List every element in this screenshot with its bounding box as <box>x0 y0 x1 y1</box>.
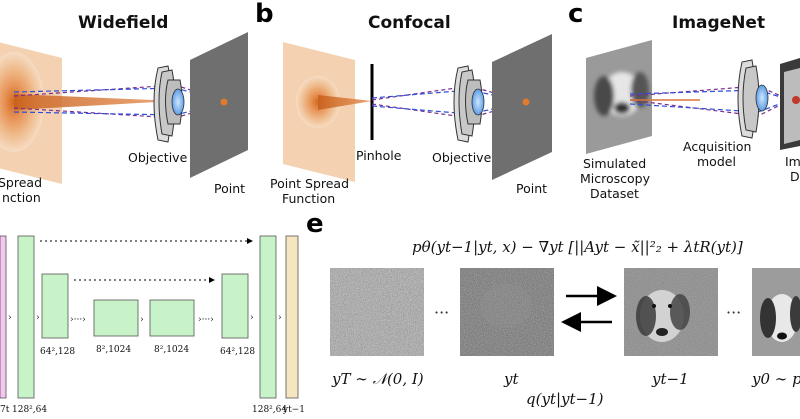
dim-bottom-3: 128²,64 <box>252 405 287 415</box>
acq-label-1: Acquisition <box>683 139 751 154</box>
sim-label-2: Microscopy <box>580 171 651 186</box>
dim-mid-a: 8²,1024 <box>96 345 131 355</box>
unet-block-3 <box>93 299 139 337</box>
unet-block-4 <box>149 299 195 337</box>
acq-label-2: model <box>697 154 736 169</box>
objective-b-icon <box>453 65 485 143</box>
unet-arrow-5: ›···› <box>198 315 214 325</box>
dim-left-a: 64²,128 <box>40 347 75 357</box>
sim-label-3: Dataset <box>590 186 639 201</box>
label-yt: yt <box>503 370 519 388</box>
unet-block-input <box>0 235 7 399</box>
point-plane-a <box>190 32 248 178</box>
diffusion-equation: pθ(yt−1|yt, x) − ∇yt [||Ayt − x̃||²₂ + λ… <box>412 238 743 256</box>
label-q: q(yt|yt−1) <box>526 390 604 408</box>
simulated-image <box>586 40 652 154</box>
label-y0: y0 ∼ p <box>751 370 800 388</box>
ellipsis-2: ··· <box>726 303 741 322</box>
image-y0 <box>752 268 800 356</box>
imagenet-title: ImageNet <box>672 13 765 33</box>
objective-label-a: Objective <box>128 150 188 165</box>
unet-arrow-2: › <box>36 313 40 323</box>
point-dot-b <box>522 98 530 106</box>
sim-label-1: Simulated <box>583 156 646 171</box>
unet-block-2 <box>41 273 69 339</box>
label-yt-1: yt−1 <box>651 370 689 388</box>
dim-bottom-2: 128²,64 <box>12 405 47 415</box>
panel-unet: › › ›···› › ›···› › › 64²,128 8²,1024 8²… <box>0 235 305 415</box>
panel-letter-b: b <box>255 0 274 29</box>
panel-letter-e: e <box>306 209 324 239</box>
objective-a-icon <box>153 65 185 143</box>
unet-arrow-7: › <box>278 313 282 323</box>
point-label-a: Point <box>214 181 245 196</box>
unet-block-output <box>285 235 299 399</box>
label-yT: yT ∼ 𝒩(0, I) <box>331 370 424 388</box>
psf-label-a-2: nction <box>2 190 41 205</box>
unet-arrow-1: › <box>8 313 12 323</box>
unet-arrow-3: ›···› <box>70 315 86 325</box>
pinhole-label: Pinhole <box>356 148 402 163</box>
unet-block-5 <box>221 273 249 339</box>
panel-imagenet: c ImageNet Simulated <box>568 0 800 201</box>
panel-widefield: Widefield Objective Point Spread nction <box>0 13 248 205</box>
dim-mid-b: 8²,1024 <box>154 345 189 355</box>
widefield-title: Widefield <box>78 13 168 33</box>
im-label-1: Im <box>785 154 800 169</box>
psf-label-a-1: Spread <box>0 175 42 190</box>
unet-arrow-4: › <box>140 315 144 325</box>
panel-confocal: b Confocal Pinhole Objective Point Sprea… <box>255 0 552 206</box>
im-label-2: D <box>790 169 800 184</box>
point-dot-a <box>220 98 228 106</box>
point-label-b: Point <box>516 181 547 196</box>
confocal-title: Confocal <box>368 13 451 33</box>
unet-block-6 <box>259 235 277 399</box>
panel-diffusion: e pθ(yt−1|yt, x) − ∇yt [||Ayt − x̃||²₂ +… <box>306 209 800 408</box>
psf-label-b-2: Function <box>282 191 335 206</box>
unet-block-1 <box>17 235 35 399</box>
panel-letter-c: c <box>568 0 583 29</box>
point-plane-b <box>492 34 552 180</box>
image-yt <box>460 268 554 356</box>
imagenet-image <box>780 58 800 150</box>
dim-right-a: 64²,128 <box>220 347 255 357</box>
unet-arrow-6: › <box>250 313 254 323</box>
dim-bottom-1: 7t <box>0 405 10 415</box>
ellipsis-1: ··· <box>434 303 449 322</box>
image-yt-1 <box>624 268 718 356</box>
objective-label-b: Objective <box>432 150 492 165</box>
beam-b <box>318 95 372 110</box>
dim-bottom-4: yt−1 <box>282 405 305 415</box>
psf-label-b-1: Point Spread <box>270 176 349 191</box>
objective-c-icon <box>737 59 769 139</box>
beam-a <box>14 94 175 110</box>
image-yT <box>330 268 424 356</box>
